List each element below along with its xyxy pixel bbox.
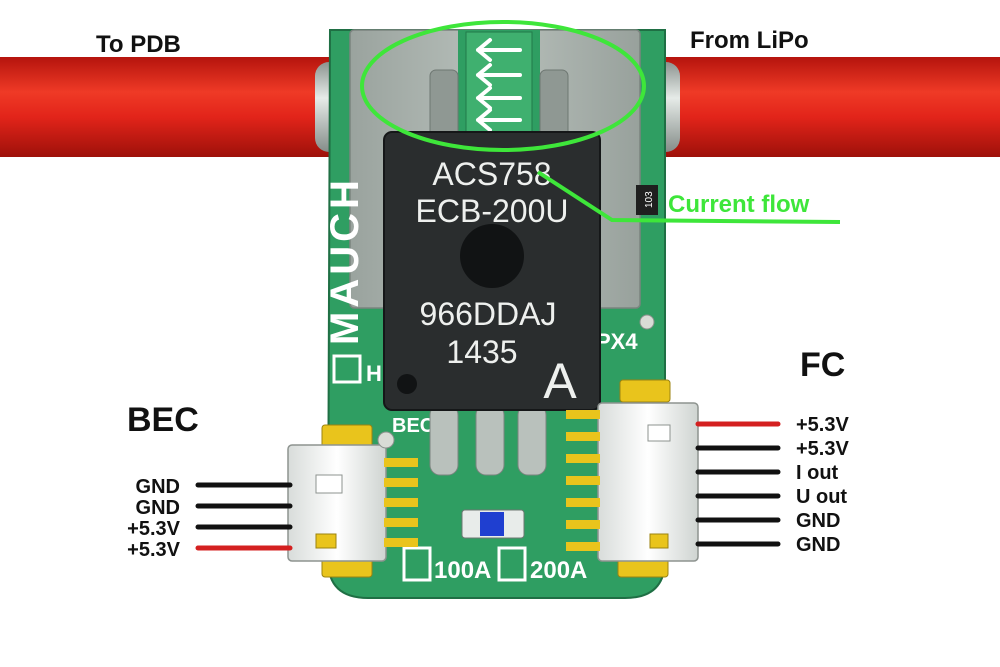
fc-pin-label: GND	[796, 510, 840, 532]
chip-mark: A	[543, 353, 577, 409]
fc-connector	[566, 379, 699, 578]
bec-pin-label: +5.3V	[127, 539, 180, 561]
option-100a-label: 100A	[434, 557, 491, 584]
bec-pin-label: GND	[136, 497, 180, 519]
silk-bec: BEC	[392, 415, 434, 437]
silk-px4: PX4	[596, 329, 638, 354]
chip-line2: ECB-200U	[416, 193, 569, 229]
bec-wires	[195, 482, 293, 551]
fc-pin-label: I out	[796, 462, 839, 484]
fc-pin-label: +5.3V	[796, 414, 849, 436]
to-pdb-label: To PDB	[96, 31, 181, 58]
bec-pin-label: +5.3V	[127, 518, 180, 540]
bec-pin-label: GND	[136, 476, 180, 498]
silk-brand: MAUCH	[323, 176, 367, 345]
fc-pin-label: +5.3V	[796, 438, 849, 460]
cable-left	[0, 57, 335, 157]
chip-line1: ACS758	[432, 156, 551, 192]
current-flow-label: Current flow	[668, 191, 810, 218]
option-200a-label: 200A	[530, 557, 587, 584]
bec-connector	[287, 424, 418, 578]
current-arrows	[476, 38, 522, 132]
fc-pin-label: U out	[796, 486, 847, 508]
fc-label: FC	[800, 346, 845, 384]
from-lipo-label: From LiPo	[690, 27, 809, 54]
chip-line4: 1435	[446, 334, 517, 370]
acs758-chip	[383, 131, 601, 411]
resistor-code: 103	[644, 191, 655, 208]
current-flow-highlight	[360, 20, 841, 224]
silk-h: H	[366, 361, 382, 386]
fc-wires	[695, 421, 781, 547]
chip-line3: 966DDAJ	[420, 296, 557, 332]
cable-right	[662, 57, 1000, 157]
fc-pin-label: GND	[796, 534, 840, 556]
bec-label: BEC	[127, 401, 199, 439]
chip-pins	[429, 404, 547, 476]
